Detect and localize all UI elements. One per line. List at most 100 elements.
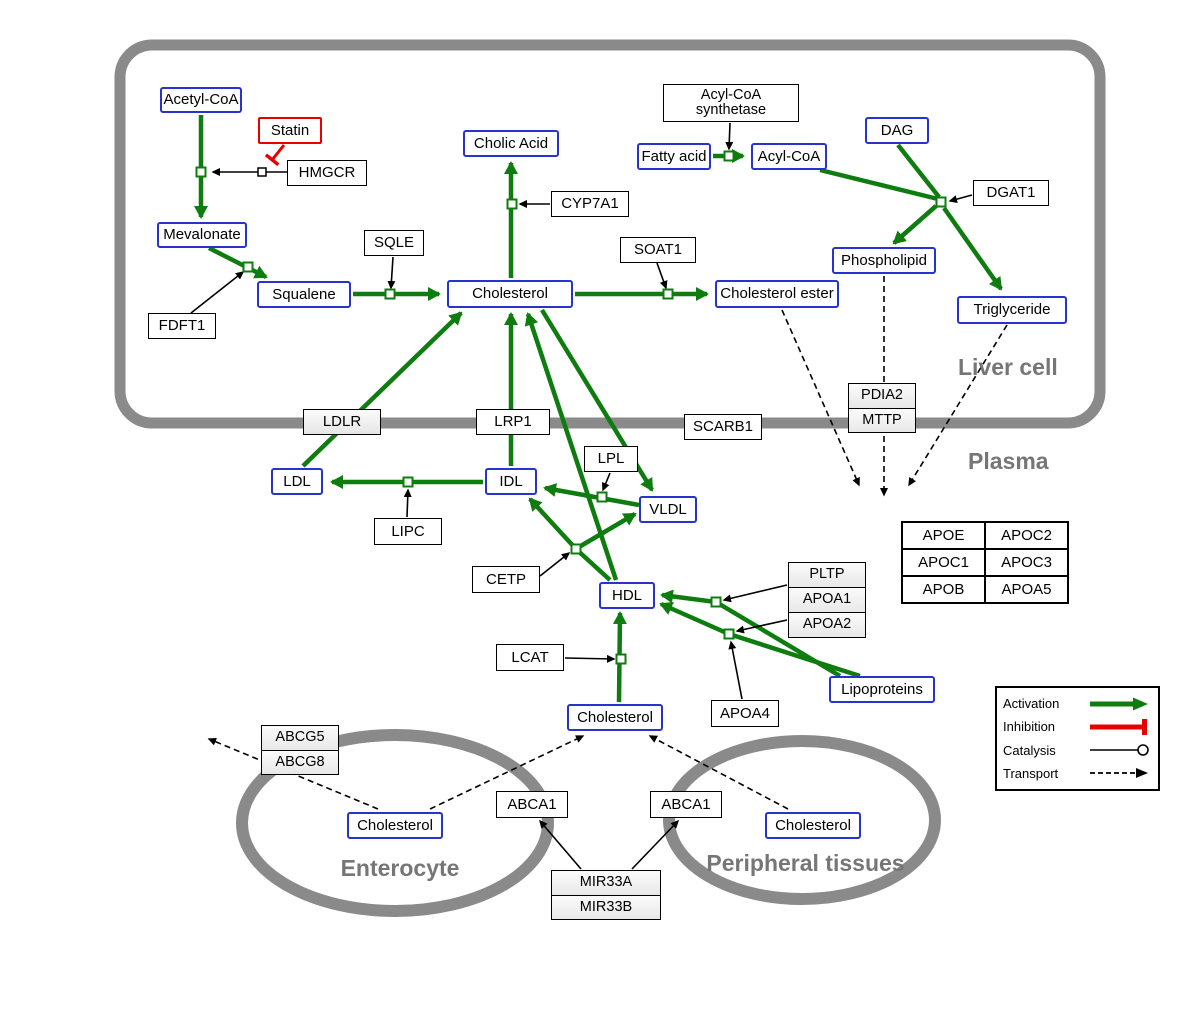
node-abca1-right[interactable]: ABCA1 xyxy=(650,791,722,818)
node-cetp[interactable]: CETP xyxy=(472,566,540,593)
node-lcat[interactable]: LCAT xyxy=(496,644,564,671)
legend-catalysis-label: Catalysis xyxy=(1003,742,1056,758)
node-lipoproteins[interactable]: Lipoproteins xyxy=(829,676,935,703)
enterocyte-label: Enterocyte xyxy=(340,855,460,881)
node-apoa5[interactable]: APOA5 xyxy=(985,576,1068,603)
node-scarb1[interactable]: SCARB1 xyxy=(684,414,762,440)
node-mttp[interactable]: MTTP xyxy=(849,408,915,432)
node-apoe[interactable]: APOE xyxy=(902,522,985,549)
edge-ldl-ldlr-cholesterol xyxy=(301,311,463,468)
acyl-coa-synthetase-line2: synthetase xyxy=(695,102,767,118)
transport-triglyceride-plasma xyxy=(908,324,1008,487)
liver-cell-label: Liver cell xyxy=(958,354,1058,380)
node-apoa2[interactable]: APOA2 xyxy=(789,613,865,637)
node-acyl-coa[interactable]: Acyl-CoA xyxy=(751,143,827,170)
node-soat1[interactable]: SOAT1 xyxy=(620,237,696,263)
node-fatty-acid[interactable]: Fatty acid xyxy=(637,143,711,170)
transport-cholesterolester-plasma xyxy=(781,309,860,487)
reaction-node-acylcoa-synthetase xyxy=(723,150,735,162)
node-cholic-acid[interactable]: Cholic Acid xyxy=(463,130,559,157)
node-cholesterol-peripheral[interactable]: Cholesterol xyxy=(765,812,861,839)
edge-vldl-idl xyxy=(543,483,640,508)
node-cholesterol-plasma[interactable]: Cholesterol xyxy=(567,704,663,731)
node-acetyl-coa[interactable]: Acetyl-CoA xyxy=(160,87,242,113)
legend-activation-row: Activation xyxy=(1003,693,1152,715)
node-cholesterol-liver[interactable]: Cholesterol xyxy=(447,280,573,308)
plasma-label: Plasma xyxy=(968,448,1049,474)
catalysis-cetp xyxy=(539,552,571,577)
catalysis-apoa4 xyxy=(728,640,743,700)
complex-pltp-apoa1-apoa2[interactable]: PLTP APOA1 APOA2 xyxy=(788,562,866,638)
transport-dashed-arrow-icon xyxy=(1090,768,1148,779)
reaction-node-lcat xyxy=(615,653,627,665)
regulation-mir33-abca1-right xyxy=(631,819,680,870)
node-apob[interactable]: APOB xyxy=(902,576,985,603)
node-dgat1[interactable]: DGAT1 xyxy=(973,180,1049,206)
reaction-node-lpl xyxy=(596,491,608,503)
node-hdl[interactable]: HDL xyxy=(599,582,655,609)
node-abcg8[interactable]: ABCG8 xyxy=(262,750,338,774)
peripheral-tissues-membrane xyxy=(663,735,941,905)
node-cyp7a1[interactable]: CYP7A1 xyxy=(551,191,629,217)
node-apoa4[interactable]: APOA4 xyxy=(711,700,779,727)
node-pltp[interactable]: PLTP xyxy=(789,563,865,588)
reaction-node-dgat1 xyxy=(935,196,947,208)
inhibition-anchor-square xyxy=(257,167,267,177)
node-apoc2[interactable]: APOC2 xyxy=(985,522,1068,549)
complex-abcg5-abcg8[interactable]: ABCG5 ABCG8 xyxy=(261,725,339,775)
apolipoprotein-table: APOE APOC2 APOC1 APOC3 APOB APOA5 xyxy=(901,521,1069,604)
node-triglyceride[interactable]: Triglyceride xyxy=(957,296,1067,324)
node-acyl-coa-synthetase[interactable]: Acyl-CoA synthetase xyxy=(663,84,799,122)
catalysis-lipc xyxy=(403,488,412,518)
reaction-node-lipc xyxy=(402,476,414,488)
node-pdia2[interactable]: PDIA2 xyxy=(849,384,915,409)
inhibition-tbar-icon xyxy=(1090,718,1147,735)
node-fdft1[interactable]: FDFT1 xyxy=(148,313,216,339)
acyl-coa-synthetase-line1: Acyl-CoA xyxy=(700,86,762,103)
node-ldlr[interactable]: LDLR xyxy=(303,409,381,435)
edge-mevalonate-squalene xyxy=(207,245,268,280)
node-ldl[interactable]: LDL xyxy=(271,468,323,495)
edge-cetp-vldl xyxy=(577,512,637,549)
catalysis-circle-icon xyxy=(1090,744,1149,756)
node-cholesterol-enterocyte[interactable]: Cholesterol xyxy=(347,812,443,839)
catalysis-lpl xyxy=(601,472,611,492)
node-apoc1[interactable]: APOC1 xyxy=(902,549,985,576)
edge-acylcoa-dgat1-junction xyxy=(819,167,939,202)
node-lpl[interactable]: LPL xyxy=(584,446,638,472)
node-mir33b[interactable]: MIR33B xyxy=(552,895,660,919)
edge-junction-phospholipid xyxy=(892,204,938,245)
node-apoa1[interactable]: APOA1 xyxy=(789,588,865,613)
transport-enterocyte-plasma-cholesterol xyxy=(429,735,585,810)
node-phospholipid[interactable]: Phospholipid xyxy=(832,247,936,274)
catalysis-lcat xyxy=(564,654,616,663)
reaction-node-pltp xyxy=(710,596,722,608)
complex-mir33a-mir33b[interactable]: MIR33A MIR33B xyxy=(551,870,661,920)
catalysis-fdft1 xyxy=(190,271,245,314)
node-squalene[interactable]: Squalene xyxy=(257,281,351,308)
edge-hdl-cetp-idl xyxy=(528,497,612,582)
node-mevalonate[interactable]: Mevalonate xyxy=(157,222,247,248)
node-mir33a[interactable]: MIR33A xyxy=(552,871,660,896)
node-abca1-left[interactable]: ABCA1 xyxy=(496,791,568,818)
regulation-mir33-abca1-left xyxy=(539,819,582,870)
node-vldl[interactable]: VLDL xyxy=(639,496,697,523)
node-statin[interactable]: Statin xyxy=(258,117,322,144)
catalysis-soat1 xyxy=(656,262,668,290)
node-cholesterol-ester[interactable]: Cholesterol ester xyxy=(715,280,839,308)
node-lipc[interactable]: LIPC xyxy=(374,518,442,545)
legend-inhibition-row: Inhibition xyxy=(1003,716,1152,738)
edge-junction-triglyceride xyxy=(942,206,1003,291)
node-sqle[interactable]: SQLE xyxy=(364,230,424,256)
inhibition-statin-hmgcr xyxy=(264,144,286,167)
node-hmgcr[interactable]: HMGCR xyxy=(287,160,367,186)
node-abcg5[interactable]: ABCG5 xyxy=(262,726,338,751)
node-dag[interactable]: DAG xyxy=(865,117,929,144)
legend-transport-label: Transport xyxy=(1003,765,1059,781)
node-lrp1[interactable]: LRP1 xyxy=(476,409,550,435)
node-idl[interactable]: IDL xyxy=(485,468,537,495)
catalysis-sqle xyxy=(387,256,396,290)
node-apoc3[interactable]: APOC3 xyxy=(985,549,1068,576)
complex-pdia2-mttp[interactable]: PDIA2 MTTP xyxy=(848,383,916,433)
